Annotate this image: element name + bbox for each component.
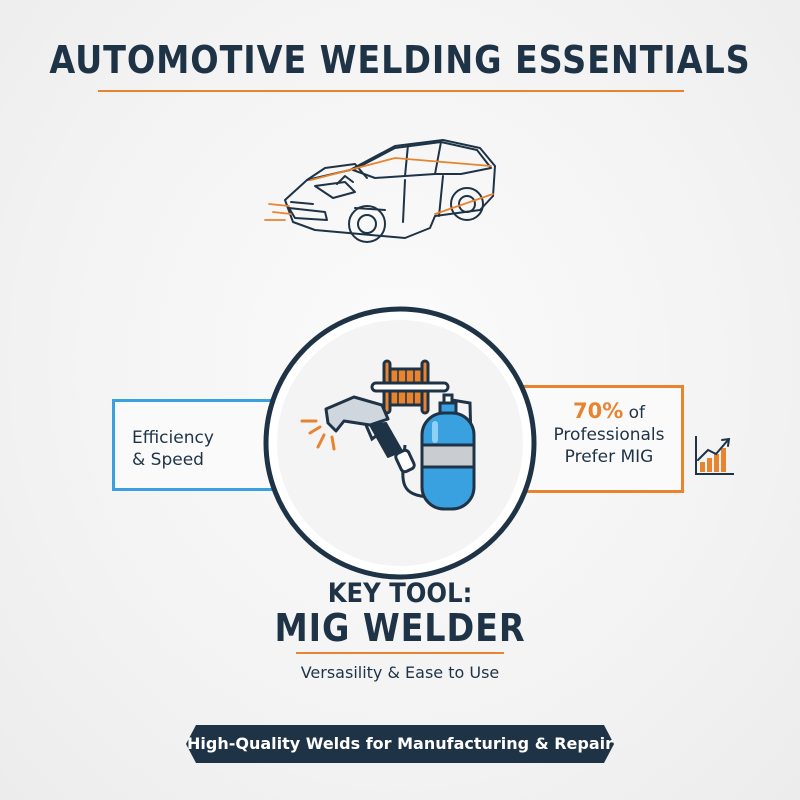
footer-banner-text: High-Quality Welds for Manufacturing & R… [186, 734, 614, 753]
stat-percent: 70% [572, 399, 624, 423]
footer-banner [186, 725, 614, 763]
tool-name-underline [296, 652, 504, 654]
mig-welder-icon [263, 306, 537, 580]
stat-line-3: Prefer MIG [564, 447, 654, 467]
key-tool-label: KEY TOOL: [327, 578, 473, 609]
efficiency-line-1: Efficiency [132, 428, 214, 448]
title-underline [98, 90, 684, 92]
efficiency-card-text: Efficiency & Speed [132, 427, 252, 471]
trending-bar-chart-icon [695, 436, 734, 475]
stat-suffix: of [628, 403, 646, 423]
tool-name: MIG WELDER [274, 606, 526, 650]
tool-tagline: Versasility & Ease to Use [300, 663, 500, 682]
efficiency-line-2: & Speed [132, 450, 204, 470]
car-line-icon [264, 139, 496, 243]
stat-card-text: 70% of Professionals Prefer MIG [544, 400, 674, 468]
stat-card [520, 385, 684, 493]
efficiency-card [112, 399, 280, 491]
page-title: AUTOMOTIVE WELDING ESSENTIALS [49, 38, 751, 82]
stat-line-2: Professionals [553, 425, 665, 445]
